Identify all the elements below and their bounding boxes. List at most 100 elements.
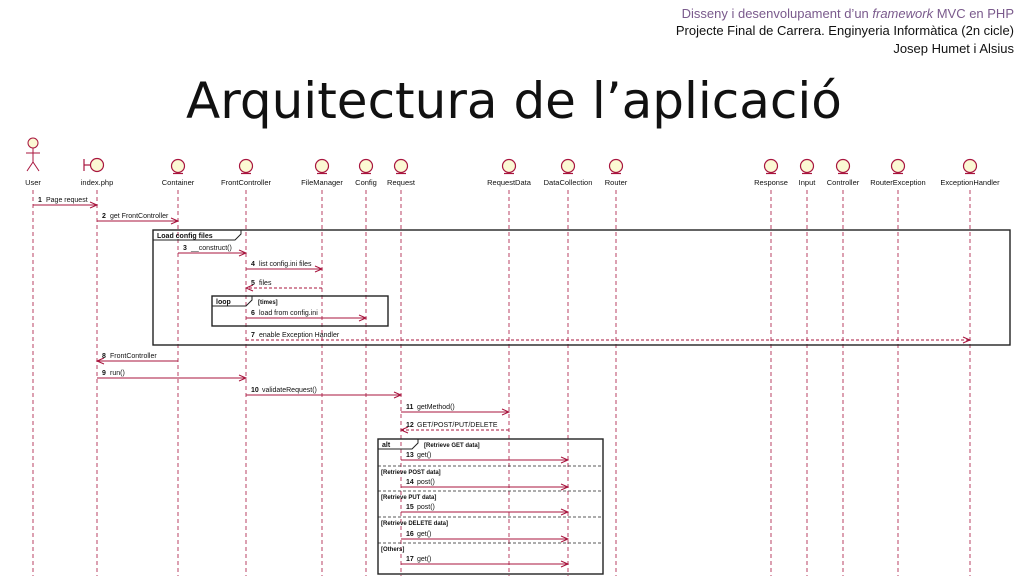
message-number: 7 <box>251 332 255 339</box>
load-fragment-keyword: Load config files <box>157 233 213 240</box>
message-number: 12 <box>406 422 414 429</box>
message-label: get() <box>417 531 431 538</box>
load-fragment-tab <box>153 230 242 241</box>
entity-icon <box>560 158 576 174</box>
entity-icon <box>962 158 978 174</box>
arrowhead-icon <box>95 357 105 365</box>
participant-label-indexphp: index.php <box>81 178 114 187</box>
message-number: 14 <box>406 479 414 486</box>
message-label: load from config.ini <box>259 310 318 317</box>
message-number: 13 <box>406 452 414 459</box>
entity-icon <box>835 158 851 174</box>
message-number: 11 <box>406 404 414 411</box>
arrowhead-icon <box>501 408 511 416</box>
load-fragment-frame <box>152 229 1011 346</box>
arrowhead-icon <box>238 374 248 382</box>
slide-title: Arquitectura de l’aplicació <box>186 72 842 130</box>
message-number: 5 <box>251 280 255 287</box>
arrowhead-icon <box>89 201 99 209</box>
message-label: post() <box>417 479 435 486</box>
arrowhead-icon <box>560 508 570 516</box>
message-number: 4 <box>251 261 255 268</box>
message-label: files <box>259 280 272 287</box>
alt-guard: [Retrieve PUT data] <box>381 495 436 501</box>
participant-label-user: User <box>25 178 41 187</box>
alt-fragment-guard: [Retrieve GET data] <box>424 443 480 449</box>
arrowhead-icon <box>393 391 403 399</box>
actor-leg-icon <box>26 161 34 172</box>
alt-guard: [Retrieve POST data] <box>381 470 441 476</box>
alt-guard: [Others] <box>381 547 404 553</box>
message-label: get FrontController <box>110 213 169 220</box>
header-line-project: Projecte Final de Carrera. Enginyeria In… <box>675 23 1014 38</box>
message-label: post() <box>417 504 435 511</box>
header-line1-italic: framework <box>872 6 934 21</box>
participant-label-exceptionhandler: ExceptionHandler <box>940 178 1000 187</box>
arrowhead-icon <box>560 535 570 543</box>
arrowhead-icon <box>399 426 409 434</box>
participant-label-config: Config <box>355 178 377 187</box>
arrowhead-icon <box>560 456 570 464</box>
loop-fragment-frame <box>211 295 389 327</box>
message-number: 2 <box>102 213 106 220</box>
participant-label-requestdata: RequestData <box>487 178 532 187</box>
message-number: 15 <box>406 504 414 511</box>
boundary-icon <box>89 157 105 173</box>
alt-fragment-tab <box>378 439 419 450</box>
message-label: validateRequest() <box>262 387 317 394</box>
message-label: GET/POST/PUT/DELETE <box>417 422 498 429</box>
message-number: 9 <box>102 370 106 377</box>
participant-label-container: Container <box>162 178 195 187</box>
entity-icon <box>393 158 409 174</box>
arrowhead-icon <box>314 265 324 273</box>
arrowhead-icon <box>560 483 570 491</box>
message-label: __construct() <box>190 245 232 252</box>
participant-label-input: Input <box>799 178 817 187</box>
arrowhead-icon <box>244 284 254 292</box>
entity-icon <box>608 158 624 174</box>
message-label: list config.ini files <box>259 261 312 268</box>
header-line1-suffix: MVC en PHP <box>933 6 1014 21</box>
entity-icon <box>799 158 815 174</box>
participant-label-request: Request <box>387 178 416 187</box>
message-label: enable Exception Handler <box>259 332 340 339</box>
header-line1-prefix: Disseny i desenvolupament d’un <box>681 6 873 21</box>
message-label: get() <box>417 452 431 459</box>
message-number: 6 <box>251 310 255 317</box>
participant-label-router: Router <box>605 178 628 187</box>
alt-guard: [Retrieve DELETE data] <box>381 521 448 527</box>
entity-icon <box>358 158 374 174</box>
message-number: 3 <box>183 245 187 252</box>
message-label: FrontController <box>110 353 157 360</box>
message-label: getMethod() <box>417 404 455 411</box>
message-label: run() <box>110 370 125 377</box>
message-number: 10 <box>251 387 259 394</box>
entity-icon <box>314 158 330 174</box>
loop-fragment-guard: [times] <box>258 300 278 306</box>
arrowhead-icon <box>358 314 368 322</box>
alt-fragment-keyword: alt <box>382 442 391 449</box>
message-number: 8 <box>102 353 106 360</box>
message-number: 16 <box>406 531 414 538</box>
participant-label-frontcontroller: FrontController <box>221 178 272 187</box>
loop-fragment-tab <box>212 296 253 307</box>
message-label: get() <box>417 556 431 563</box>
header-line-author: Josep Humet i Alsius <box>893 41 1014 56</box>
participant-label-routerexception: RouterException <box>870 178 925 187</box>
entity-icon <box>890 158 906 174</box>
arrowhead-icon <box>962 336 972 344</box>
participant-label-controller: Controller <box>827 178 860 187</box>
loop-fragment-keyword: loop <box>216 299 231 306</box>
actor-head-icon <box>27 137 39 149</box>
entity-icon <box>501 158 517 174</box>
participant-label-response: Response <box>754 178 788 187</box>
participant-label-datacollection: DataCollection <box>544 178 593 187</box>
actor-leg-icon <box>32 161 40 172</box>
arrowhead-icon <box>560 560 570 568</box>
header-line-course: Disseny i desenvolupament d’un framework… <box>682 5 1014 22</box>
message-number: 17 <box>406 556 414 563</box>
entity-icon <box>170 158 186 174</box>
alt-fragment-frame <box>377 438 604 575</box>
arrowhead-icon <box>170 217 180 225</box>
